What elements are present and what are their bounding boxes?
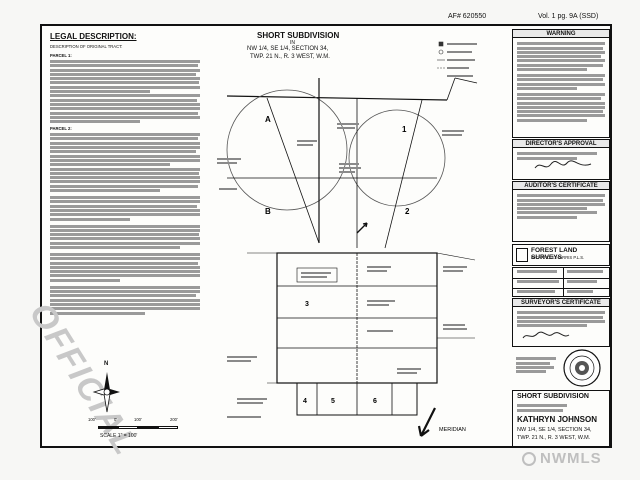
auditors-certificate-header: AUDITOR'S CERTIFICATE — [512, 181, 610, 190]
surveyor-signature — [522, 331, 570, 339]
subdivision-in: IN — [290, 40, 295, 46]
directors-approval-box — [512, 148, 610, 180]
north-label: N — [104, 361, 109, 367]
survey-info-grid — [512, 267, 610, 297]
nwmls-logo-icon — [522, 452, 536, 466]
lot-label-3: 3 — [305, 301, 309, 308]
legal-description-title: LEGAL DESCRIPTION: — [50, 32, 137, 41]
firm-person: RICHARD S. HARRIS P.L.S. — [531, 255, 585, 260]
scale-tick-3: 100' — [134, 417, 142, 422]
scale-tick-4: 200' — [170, 417, 178, 422]
meridian-label: MERIDIAN — [439, 427, 466, 433]
surveyors-certificate-header: SURVEYOR'S CERTIFICATE — [512, 298, 610, 307]
title-block-location-1: NW 1/4, SE 1/4, SECTION 34, — [517, 427, 592, 433]
subdivision-location-1: NW 1/4, SE 1/4, SECTION 34, — [247, 46, 329, 52]
parcel-1-text-lines — [50, 60, 200, 124]
lot-label-b: B — [265, 207, 271, 216]
surveyor-seal-icon — [563, 349, 601, 387]
director-signature — [534, 160, 592, 169]
warning-box — [512, 38, 610, 138]
firm-box: FOREST LAND SURVEYS RICHARD S. HARRIS P.… — [512, 244, 610, 266]
warning-header: WARNING — [512, 29, 610, 38]
subdivision-location-2: TWP. 21 N., R. 3 WEST, W.M. — [250, 54, 330, 60]
subdivision-title: SHORT SUBDIVISION — [257, 31, 340, 40]
turnaround-circle-right — [348, 109, 446, 207]
lot-label-6: 6 — [373, 398, 377, 405]
scale-bar — [98, 424, 178, 430]
lot-label-2: 2 — [405, 207, 410, 216]
nwmls-watermark: NWMLS — [540, 450, 602, 467]
legal-description-subtitle: DESCRIPTION OF ORIGINAL TRACT: — [50, 44, 123, 49]
lower-lot-block — [247, 252, 476, 416]
surveyors-certificate-box — [512, 307, 610, 347]
lot-label-a: A — [265, 115, 271, 124]
volume-reference: Vol. 1 pg. 9A (SSD) — [538, 13, 599, 20]
title-block-owner: KATHRYN JOHNSON — [517, 415, 598, 424]
upper-map-annotations — [217, 123, 464, 190]
parcel-2-text-lines — [50, 133, 200, 315]
scale-label: SCALE 1" = 100' — [100, 433, 138, 439]
plat-map: A B 1 2 — [217, 41, 478, 437]
turnaround-circle-left — [226, 89, 348, 211]
parcel-2-label: PARCEL 2: — [50, 126, 72, 132]
title-block-location-2: TWP. 21 N., R. 3 WEST, W.M. — [517, 435, 591, 441]
scale-tick-2: 0' — [114, 417, 118, 422]
firm-logo-icon — [516, 248, 528, 262]
legal-description-column: LEGAL DESCRIPTION: DESCRIPTION OF ORIGIN… — [50, 32, 210, 372]
pointer-arrow — [417, 407, 436, 437]
seal-caption-lines — [516, 356, 556, 374]
lot-label-5: 5 — [331, 398, 335, 405]
title-block-title: SHORT SUBDIVISION — [517, 393, 589, 400]
parcel-1-label: PARCEL 1: — [50, 53, 72, 58]
north-arrow-icon — [92, 372, 120, 413]
lower-map-annotations — [227, 266, 467, 418]
auditors-certificate-box — [512, 190, 610, 242]
lot-label-4: 4 — [303, 398, 307, 405]
map-legend — [437, 41, 477, 77]
survey-sheet: LEGAL DESCRIPTION: DESCRIPTION OF ORIGIN… — [22, 24, 612, 463]
firm-name: FOREST LAND SURVEYS — [531, 247, 578, 261]
title-block: SHORT SUBDIVISION KATHRYN JOHNSON NW 1/4… — [512, 390, 610, 448]
lot-label-1: 1 — [402, 125, 407, 134]
directors-approval-header: DIRECTOR'S APPROVAL — [512, 139, 610, 148]
af-number-stamp: AF# 620550 — [448, 13, 487, 20]
scale-tick-1: 100' — [88, 417, 96, 422]
